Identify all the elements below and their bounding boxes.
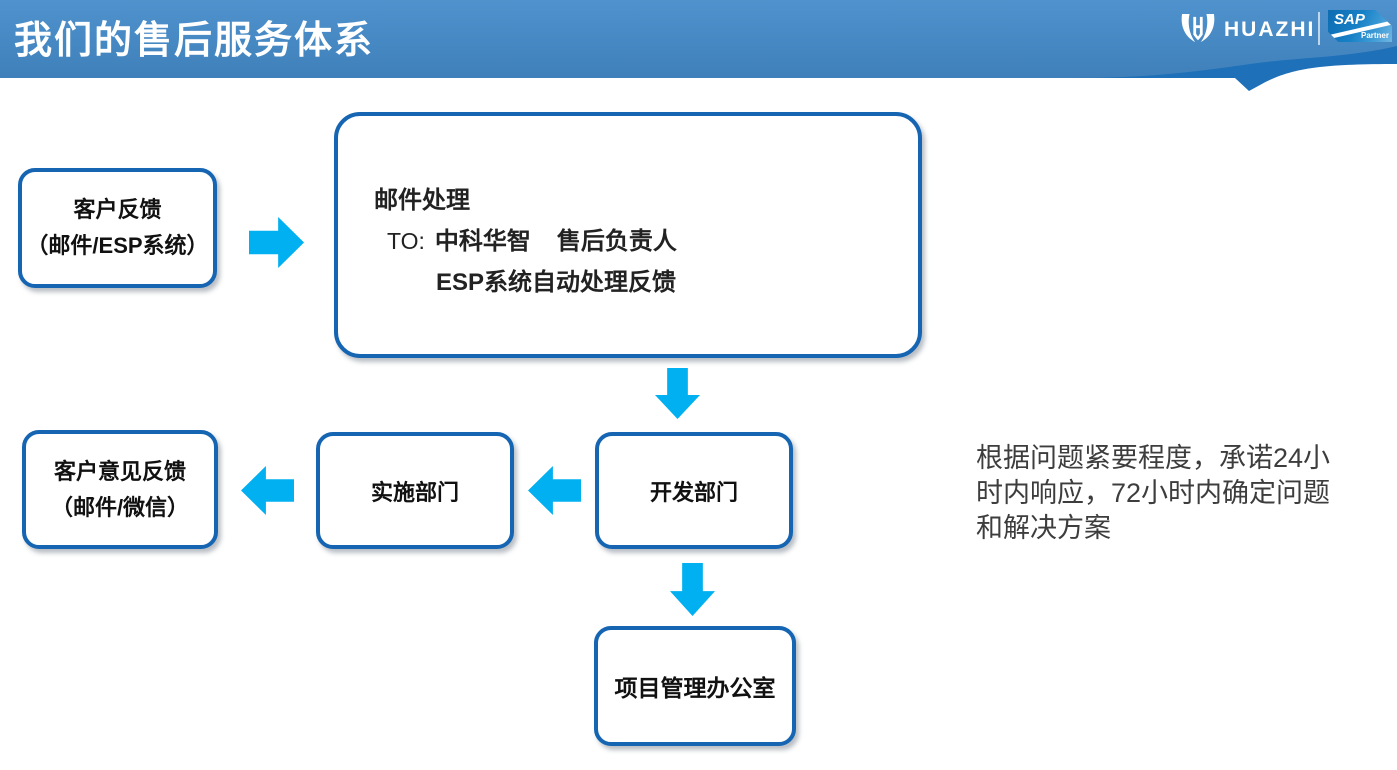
email-to-prefix: TO:: [387, 228, 425, 254]
node-customer-opinion-line1: 客户意见反馈: [53, 458, 186, 484]
sla-note-line3: 和解决方案: [976, 513, 1111, 543]
arrow-left-icon: [528, 466, 581, 515]
sla-note-line1: 根据问题紧要程度，承诺24小: [976, 443, 1331, 473]
sla-note: 根据问题紧要程度，承诺24小 时内响应，72小时内确定问题 和解决方案: [976, 441, 1396, 546]
logo-divider: [1318, 12, 1320, 45]
arrow-right-icon: [249, 217, 304, 268]
email-processing-content: 邮件处理 TO: 中科华智售后负责人 ESP系统自动处理反馈: [338, 116, 677, 303]
sap-partner-badge: SAP Partner: [1328, 10, 1392, 42]
node-email-processing: 邮件处理 TO: 中科华智售后负责人 ESP系统自动处理反馈: [334, 112, 922, 358]
node-customer-feedback-line2: （邮件/ESP系统）: [26, 233, 209, 258]
email-processing-to-line: TO: 中科华智售后负责人: [387, 221, 677, 262]
email-to-role: 售后负责人: [556, 228, 677, 255]
sap-partner-label: Partner: [1360, 31, 1389, 40]
node-customer-opinion-feedback: 客户意见反馈 （邮件/微信）: [22, 430, 218, 549]
huazhi-logo-text: HUAZHI: [1224, 18, 1316, 41]
arrow-down-icon: [670, 563, 715, 616]
node-pmo: 项目管理办公室: [594, 626, 796, 746]
sla-note-line2: 时内响应，72小时内确定问题: [976, 478, 1331, 508]
node-customer-feedback-line1: 客户反馈: [73, 197, 162, 222]
node-implementation-dept: 实施部门: [316, 432, 514, 549]
email-to-target: 中科华智: [434, 228, 531, 255]
sap-logo-text: SAP: [1334, 11, 1365, 28]
node-pmo-label: 项目管理办公室: [614, 675, 776, 701]
arrow-left-icon: [241, 466, 294, 515]
email-processing-auto-line: ESP系统自动处理反馈: [436, 269, 677, 296]
node-customer-opinion-line2: （邮件/微信）: [50, 494, 190, 520]
node-implementation-label: 实施部门: [370, 479, 459, 505]
arrow-down-icon: [655, 368, 700, 419]
node-customer-feedback: 客户反馈 （邮件/ESP系统）: [18, 168, 217, 288]
email-processing-title: 邮件处理: [374, 187, 470, 214]
page-title: 我们的售后服务体系: [14, 20, 375, 62]
node-development-dept: 开发部门: [595, 432, 793, 549]
node-development-label: 开发部门: [649, 479, 738, 505]
huazhi-w-icon: [1181, 14, 1215, 43]
